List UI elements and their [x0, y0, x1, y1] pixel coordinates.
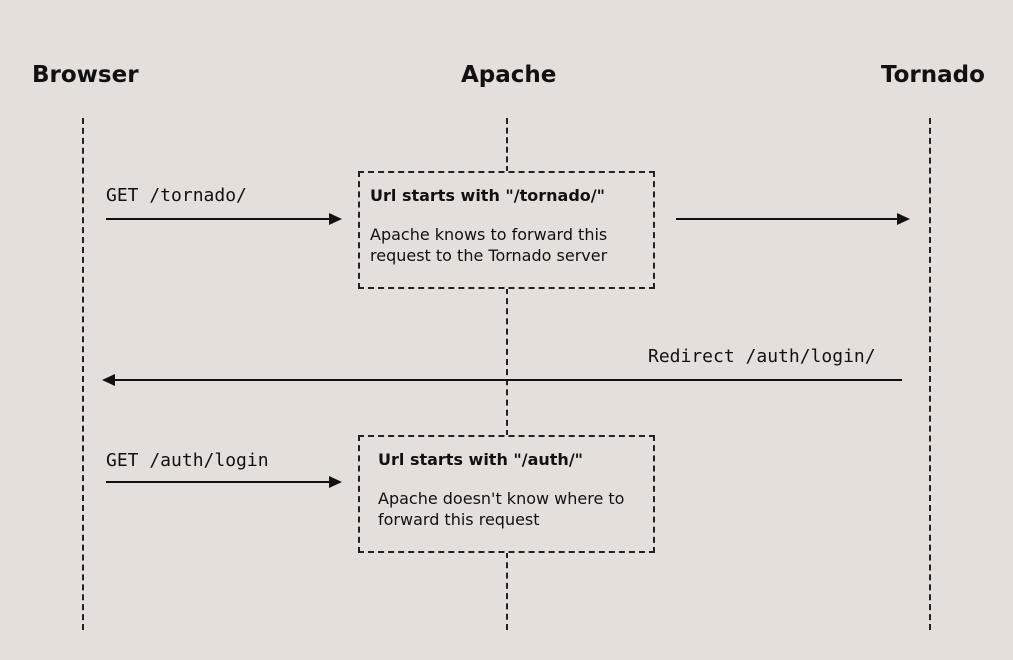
arrow-apache-to-tornado — [676, 213, 910, 225]
lifeline-apache-segment-1 — [506, 118, 508, 172]
lifeline-browser — [82, 118, 84, 630]
note-auth-unknown: Url starts with "/auth/" Apache doesn't … — [358, 435, 655, 553]
arrow-browser-to-apache-1 — [106, 213, 342, 225]
note-tornado-body: Apache knows to forward this request to … — [370, 225, 608, 265]
note-tornado-title: Url starts with "/tornado/" — [370, 186, 605, 205]
message-redirect-label: Redirect /auth/login/ — [648, 346, 876, 367]
note-tornado-forward: Url starts with "/tornado/" Apache knows… — [358, 171, 655, 289]
message-get-tornado-label: GET /tornado/ — [106, 185, 247, 206]
arrow-browser-to-apache-2 — [106, 476, 342, 488]
arrow-tornado-to-browser — [102, 374, 902, 386]
lifeline-apache-segment-3 — [506, 552, 508, 630]
actor-tornado: Tornado — [881, 62, 985, 88]
note-auth-body: Apache doesn't know where to forward thi… — [378, 489, 625, 529]
lifeline-tornado — [929, 118, 931, 630]
message-get-auth-label: GET /auth/login — [106, 450, 269, 471]
actor-apache: Apache — [461, 62, 557, 88]
note-auth-title: Url starts with "/auth/" — [378, 450, 583, 469]
lifeline-apache-segment-2 — [506, 288, 508, 436]
actor-browser: Browser — [32, 62, 139, 88]
